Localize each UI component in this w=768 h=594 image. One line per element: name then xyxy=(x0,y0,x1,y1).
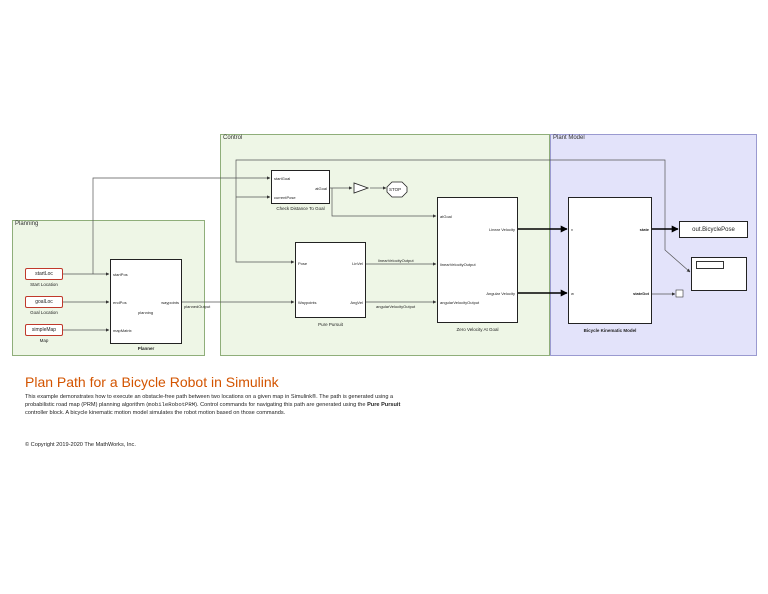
wire-state-scope xyxy=(664,231,691,273)
copyright: © Copyright 2019-2020 The MathWorks, Inc… xyxy=(25,442,136,448)
wire-pose-feedback xyxy=(235,159,666,264)
description-code: mobileRobotPRM xyxy=(148,401,196,409)
bicycle-kinematic-model-block[interactable]: v w state stateDot xyxy=(568,197,652,324)
planner-port-out: waypoints xyxy=(161,300,179,305)
angular-velocity-signal-label: angularVelocityOutput xyxy=(376,304,416,309)
plant-model-area-label: Plant Model xyxy=(553,135,585,141)
pose-output-block[interactable]: out.BicyclePose xyxy=(679,221,748,238)
stop-label: STOP xyxy=(389,187,402,192)
plant-port-w: w xyxy=(571,291,574,296)
pp-port-linvel: LinVel xyxy=(352,261,363,266)
description-part-2: ). Control commands for navigating this … xyxy=(195,402,368,409)
zv-port-lin-in: linearVelocityOutput xyxy=(440,262,476,267)
map-const[interactable]: simpleMap xyxy=(25,324,63,336)
description-bold: Pure Pursuit xyxy=(367,402,401,409)
planner-center-label: planning xyxy=(138,310,154,315)
scope-block[interactable] xyxy=(691,257,747,291)
zv-port-ang-out: Angular Velocity xyxy=(486,291,515,296)
pure-pursuit-block[interactable]: Pose Waypoints LinVel AngVel xyxy=(295,242,366,318)
linear-velocity-signal-label: linearVelocityOutput xyxy=(378,258,414,263)
wire-start-to-check xyxy=(92,176,271,274)
goal-location-const[interactable]: goalLoc xyxy=(25,296,63,308)
map-caption: Map xyxy=(39,338,49,343)
pp-port-waypoints: Waypoints xyxy=(298,300,317,305)
zv-port-atgoal: atGoal xyxy=(440,214,452,219)
check-port-out: atGoal xyxy=(315,186,327,191)
control-area-label: Control xyxy=(223,135,243,141)
pp-port-angvel: AngVel xyxy=(350,300,363,305)
goal-location-caption: Goal Location xyxy=(30,310,58,315)
zero-velocity-caption: Zero Velocity At Goal xyxy=(456,327,499,332)
planning-area-label: Planning xyxy=(15,221,39,227)
zv-port-lin-out: Linear Velocity xyxy=(488,227,515,232)
plant-port-state: state xyxy=(639,227,649,232)
start-location-const[interactable]: startLoc xyxy=(25,268,63,280)
planner-port-map: mapMatrix xyxy=(113,328,132,333)
pp-port-pose: Pose xyxy=(298,261,308,266)
wire-atgoal-zv xyxy=(331,188,437,218)
planner-port-start: startPos xyxy=(113,272,128,277)
stop-block-shape xyxy=(386,181,408,198)
zv-port-ang-in: angularVelocityOutput xyxy=(440,300,480,305)
description: This example demonstrates how to execute… xyxy=(25,394,405,417)
gain-icon xyxy=(353,182,370,194)
pose-output-label: out.BicyclePose xyxy=(692,226,735,233)
scope-screen xyxy=(696,261,724,269)
page-title: Plan Path for a Bicycle Robot in Simulin… xyxy=(25,374,279,390)
planner-port-end: endPos xyxy=(113,300,127,305)
pure-pursuit-caption: Pure Pursuit xyxy=(318,322,343,327)
zero-velocity-block[interactable]: atGoal linearVelocityOutput angularVeloc… xyxy=(437,197,518,323)
terminator-block xyxy=(675,289,684,298)
start-location-caption: Start Location xyxy=(30,282,58,287)
check-port-top: startGoal xyxy=(274,176,291,181)
planner-caption: Planner xyxy=(137,346,155,351)
description-part-1: This example demonstrates how to execute… xyxy=(25,394,394,409)
check-port-pose: currentPose xyxy=(274,195,296,200)
check-distance-block[interactable]: startGoal currentPose atGoal xyxy=(271,170,330,204)
plant-port-statedot: stateDot xyxy=(632,291,649,296)
planner-block[interactable]: startPos endPos mapMatrix waypoints plan… xyxy=(110,259,182,344)
check-distance-caption: Check Distance To Goal xyxy=(276,206,325,211)
planned-output-signal-label: plannedOutput xyxy=(184,304,211,309)
plant-port-v: v xyxy=(571,227,573,232)
description-part-3: controller block. A bicycle kinematic mo… xyxy=(25,409,286,416)
bicycle-kinematic-model-caption: Bicycle Kinematic Model xyxy=(583,328,637,333)
